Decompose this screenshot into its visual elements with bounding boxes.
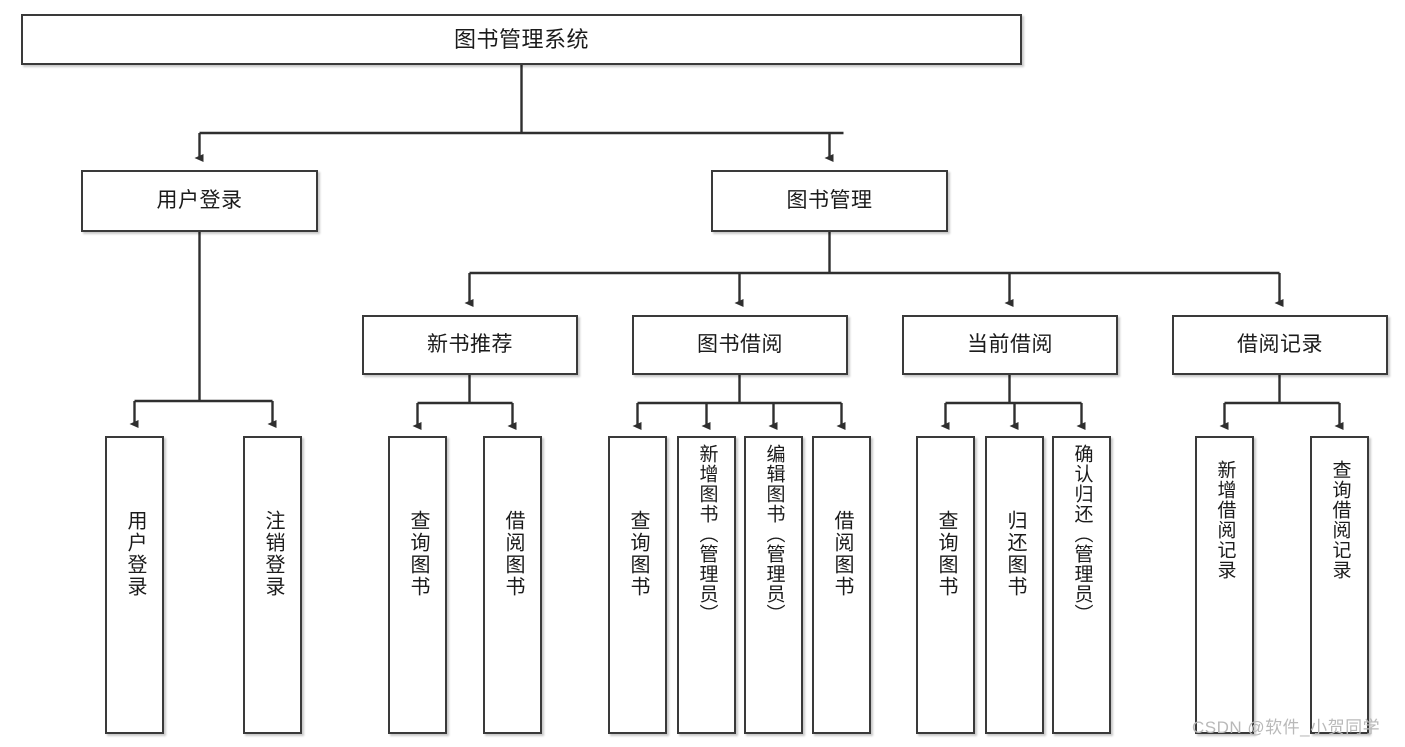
- node-book-manage-label: 图书管理: [786, 188, 873, 212]
- leaf-user-login-1[interactable]: 用户登录: [105, 436, 164, 734]
- leaf-book-borrow-2[interactable]: 新增图书（管理员）: [677, 436, 736, 734]
- node-root-label: 图书管理系统: [453, 26, 589, 52]
- leaf-book-borrow-3-label: 编辑图书（管理员）: [763, 444, 785, 624]
- csdn-watermark: CSDN @软件_小贺同学: [1192, 718, 1381, 737]
- leaf-current-borrow-1-label: 查询图书: [935, 510, 957, 598]
- leaf-borrow-record-2[interactable]: 查询借阅记录: [1310, 436, 1369, 734]
- leaf-borrow-record-2-label: 查询借阅记录: [1329, 460, 1351, 580]
- leaf-current-borrow-3[interactable]: 确认归还（管理员）: [1052, 436, 1111, 734]
- leaf-book-borrow-4-label: 借阅图书: [831, 510, 853, 598]
- leaf-book-borrow-2-label: 新增图书（管理员）: [696, 444, 718, 624]
- leaf-new-book-2[interactable]: 借阅图书: [483, 436, 542, 734]
- leaf-book-borrow-1[interactable]: 查询图书: [608, 436, 667, 734]
- node-book-borrow-label: 图书借阅: [697, 332, 783, 356]
- node-new-book-recommend-label: 新书推荐: [427, 332, 513, 356]
- leaf-current-borrow-3-label: 确认归还（管理员）: [1071, 444, 1093, 624]
- leaf-new-book-1[interactable]: 查询图书: [388, 436, 447, 734]
- leaf-new-book-2-label: 借阅图书: [502, 510, 524, 598]
- leaf-current-borrow-1[interactable]: 查询图书: [916, 436, 975, 734]
- node-new-book-recommend[interactable]: 新书推荐: [362, 315, 578, 375]
- node-current-borrow[interactable]: 当前借阅: [902, 315, 1118, 375]
- node-user-login-label: 用户登录: [156, 188, 243, 212]
- leaf-borrow-record-1[interactable]: 新增借阅记录: [1195, 436, 1254, 734]
- node-user-login[interactable]: 用户登录: [81, 170, 318, 232]
- leaf-current-borrow-2[interactable]: 归还图书: [985, 436, 1044, 734]
- node-borrow-record[interactable]: 借阅记录: [1172, 315, 1388, 375]
- node-book-manage[interactable]: 图书管理: [711, 170, 948, 232]
- leaf-new-book-1-label: 查询图书: [407, 510, 429, 598]
- leaf-user-login-2-label: 注销登录: [262, 510, 284, 598]
- node-root[interactable]: 图书管理系统: [21, 14, 1022, 65]
- leaf-book-borrow-1-label: 查询图书: [627, 510, 649, 598]
- node-borrow-record-label: 借阅记录: [1237, 332, 1323, 356]
- leaf-user-login-2[interactable]: 注销登录: [243, 436, 302, 734]
- leaf-borrow-record-1-label: 新增借阅记录: [1214, 460, 1236, 580]
- node-current-borrow-label: 当前借阅: [967, 332, 1053, 356]
- node-book-borrow[interactable]: 图书借阅: [632, 315, 848, 375]
- leaf-book-borrow-4[interactable]: 借阅图书: [812, 436, 871, 734]
- leaf-book-borrow-3[interactable]: 编辑图书（管理员）: [744, 436, 803, 734]
- leaf-current-borrow-2-label: 归还图书: [1004, 510, 1026, 598]
- leaf-user-login-1-label: 用户登录: [124, 510, 146, 598]
